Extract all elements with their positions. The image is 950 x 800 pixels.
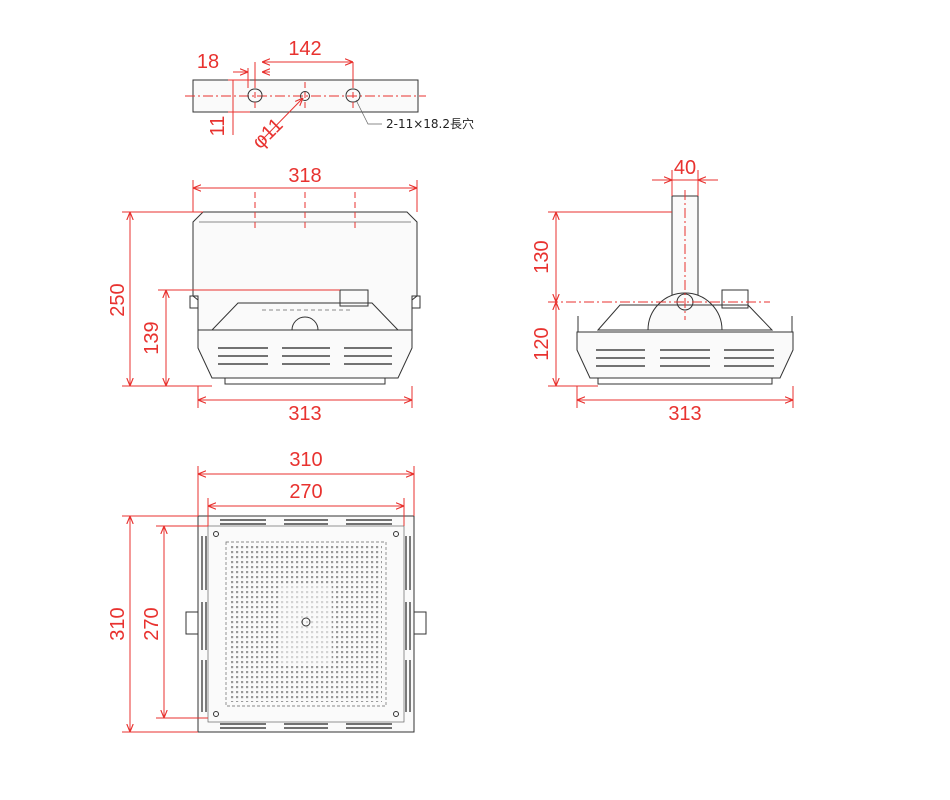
bottom-inner-width-label: 270: [289, 481, 322, 503]
bracket-hole-offset-label: 18: [197, 51, 219, 73]
bottom-inner-height-label: 270: [141, 607, 163, 640]
side-bottom-width-label: 313: [668, 403, 701, 425]
bracket-hole-pitch-label: 142: [288, 38, 321, 60]
front-bottom-width-label: 313: [288, 403, 321, 425]
bottom-outer-width-label: 310: [289, 449, 322, 471]
side-lower-height-label: 120: [531, 327, 553, 360]
slot-note: 2-11×18.2長穴: [386, 116, 474, 131]
side-view: [548, 170, 794, 408]
bottom-view: [122, 466, 427, 733]
side-upper-height-label: 130: [531, 240, 553, 273]
front-view: [122, 180, 421, 408]
front-body-height-label: 139: [141, 321, 163, 354]
front-height-label: 250: [107, 283, 129, 316]
bracket-top-view: [185, 62, 426, 141]
bottom-outer-height-label: 310: [107, 607, 129, 640]
side-arm-width-label: 40: [674, 157, 696, 179]
front-top-width-label: 318: [288, 165, 321, 187]
bracket-width-label: 11: [207, 116, 229, 137]
